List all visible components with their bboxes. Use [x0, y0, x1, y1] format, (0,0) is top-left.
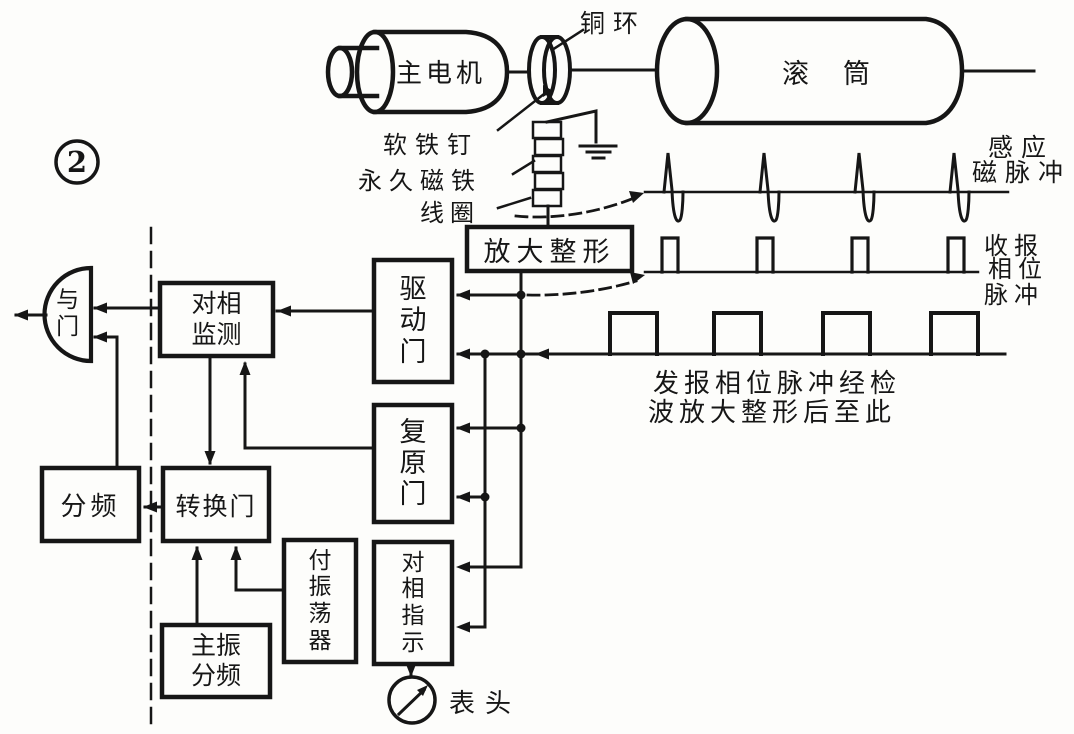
drum-label: 滚筒 — [782, 58, 904, 90]
phase-indicator-box — [371, 539, 455, 667]
and-gate-label: 与门 — [56, 287, 80, 340]
transfer-gate-box — [160, 465, 272, 544]
induced-pulse-label-line2: 磁脉冲 — [972, 158, 1072, 187]
permanent-magnet-label: 永久磁铁 — [358, 167, 482, 195]
dashed-signal-curves — [514, 196, 638, 297]
restore-gate-box — [371, 402, 455, 525]
motor-label: 主电机 — [395, 58, 486, 89]
arrowhead — [630, 272, 645, 284]
receive-pulse-label-line1: 收报 — [984, 232, 1044, 260]
amplifier-box — [464, 224, 635, 274]
and-gate-shape — [42, 265, 94, 364]
main-osc-divider-box — [159, 622, 273, 700]
amplifier-shaper-label: 放大整形 — [483, 236, 616, 268]
receive-pulse-label-line3: 脉冲 — [984, 281, 1044, 309]
copper-ring-label: 铜环 — [580, 9, 647, 38]
transfer-gate-label: 转换门 — [175, 491, 257, 521]
induced-pulse-label-line1: 感应 — [988, 133, 1055, 162]
receive-pulse-label-line2: 相位 — [988, 255, 1048, 283]
waveform-induced-magnetic-pulse — [643, 152, 1010, 223]
phase-monitor-label: 对相监测 — [191, 289, 242, 349]
phase-indicator-label: 对相指示 — [401, 549, 425, 656]
coil-shape — [531, 120, 565, 208]
waveform-transmit-phase-pulse — [608, 311, 980, 356]
wires — [14, 269, 1007, 677]
main-osc-divider-label: 主振分频 — [190, 630, 241, 691]
aux-oscillator-label: 付振荡器 — [308, 547, 332, 654]
phase-monitor-box — [157, 280, 276, 359]
frequency-divider-box — [39, 465, 142, 544]
soft-iron-nail-label: 软铁钉 — [383, 131, 479, 159]
ground-icon — [545, 109, 618, 160]
transmit-note-line1: 发报相位脉冲经检 — [653, 369, 902, 399]
meter-icon — [387, 675, 437, 725]
restore-gate-label: 复原门 — [399, 416, 427, 511]
figure-number: 2 — [66, 145, 88, 179]
meter-label: 表头 — [449, 689, 522, 719]
drive-gate-label: 驱动门 — [399, 274, 427, 368]
aux-oscillator-box — [281, 537, 359, 665]
frequency-divider-label: 分频 — [60, 492, 121, 522]
transmit-note-line2: 波放大整形后至此 — [648, 398, 897, 428]
coil-label: 线圈 — [420, 199, 480, 227]
arrowhead — [629, 191, 644, 203]
drive-gate-box — [371, 257, 455, 385]
label-leader-lines — [496, 28, 585, 210]
waveform-receive-phase-pulse — [643, 236, 980, 274]
junction-dots — [480, 290, 526, 502]
figure-number-circle — [54, 139, 100, 185]
